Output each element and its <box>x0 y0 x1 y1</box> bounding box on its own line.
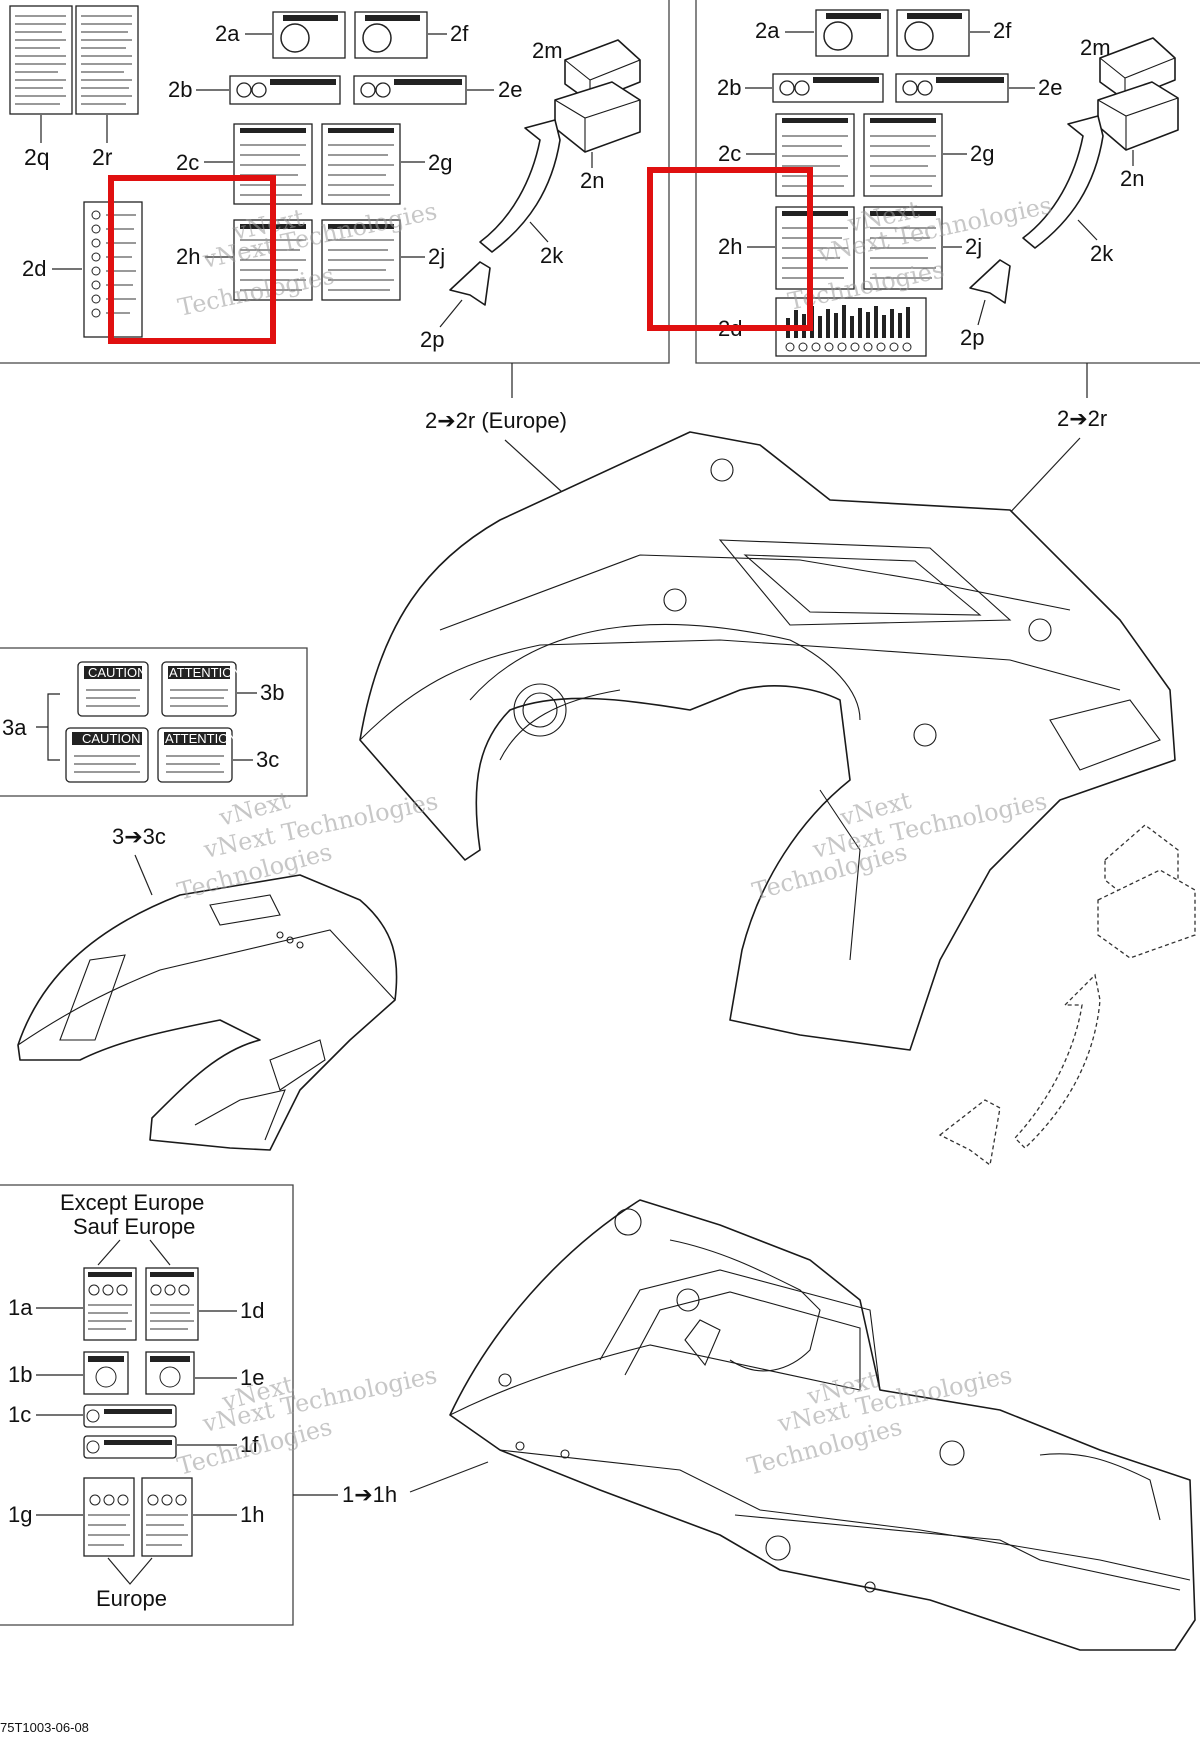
label-group-2: 2➔2r <box>1057 406 1107 431</box>
decal-2q <box>9 5 73 115</box>
label-2b: 2b <box>168 77 192 102</box>
highlight-box-right <box>647 167 813 331</box>
label-2n-right: 2n <box>1120 166 1144 191</box>
decal-attention-2: ATTENTION <box>157 727 238 783</box>
label-2e-right: 2e <box>1038 75 1062 100</box>
label-2h: 2h <box>176 244 200 269</box>
label-1h: 1h <box>240 1502 264 1527</box>
decal-attention-1: ATTENTION <box>161 661 242 717</box>
decal-panel-right: 2a 2f 2b 2e 2c 2g <box>647 0 1200 364</box>
label-2p: 2p <box>420 327 444 352</box>
label-1f: 1f <box>240 1432 259 1457</box>
label-1e: 1e <box>240 1365 264 1390</box>
label-group-1: 1➔1h <box>342 1482 397 1507</box>
drawing-code: 75T1003-06-08 <box>0 1720 89 1735</box>
decal-2r <box>75 5 139 115</box>
decal-1a <box>83 1267 137 1341</box>
label-2f: 2f <box>450 21 469 46</box>
label-sauf-europe: Sauf Europe <box>73 1214 195 1239</box>
label-except-europe: Except Europe <box>60 1190 204 1215</box>
label-1a: 1a <box>8 1295 33 1320</box>
label-europe: Europe <box>96 1586 167 1611</box>
decal-2g <box>321 123 401 205</box>
label-2j: 2j <box>428 244 445 269</box>
label-1d: 1d <box>240 1298 264 1323</box>
label-2p-right: 2p <box>960 325 984 350</box>
decal-2q-text-lines <box>15 15 132 105</box>
label-2e: 2e <box>498 77 522 102</box>
svg-text:CAUTION: CAUTION <box>88 665 147 680</box>
label-1g: 1g <box>8 1502 32 1527</box>
label-2c-right: 2c <box>718 141 741 166</box>
label-2b-right: 2b <box>717 75 741 100</box>
part-2p <box>449 261 491 306</box>
label-1c: 1c <box>8 1402 31 1427</box>
label-2c: 2c <box>176 150 199 175</box>
label-3b: 3b <box>260 680 284 705</box>
label-2k: 2k <box>540 243 564 268</box>
decal-1g <box>83 1477 135 1557</box>
part-2k-right <box>1022 115 1104 249</box>
label-2f-right: 2f <box>993 18 1012 43</box>
label-3c: 3c <box>256 747 279 772</box>
decal-2c-right <box>775 113 855 197</box>
rear-fender-europe <box>359 431 1176 1051</box>
decal-caution-1: CAUTION <box>77 661 149 717</box>
decal-1h <box>141 1477 193 1557</box>
label-1b: 1b <box>8 1362 32 1387</box>
label-2r: 2r <box>92 144 113 170</box>
front-rack <box>17 874 398 1151</box>
part-2k <box>479 119 561 253</box>
label-2g: 2g <box>428 150 452 175</box>
label-group-2-europe: 2➔2r (Europe) <box>425 408 567 433</box>
label-2k-right: 2k <box>1090 241 1114 266</box>
label-2m-right: 2m <box>1080 35 1111 60</box>
decal-1d <box>145 1267 199 1341</box>
dashed-rack-parts <box>938 824 1196 1167</box>
label-3a: 3a <box>2 715 27 740</box>
decal-2g-right <box>863 113 943 197</box>
label-2j-right: 2j <box>965 234 982 259</box>
label-2d: 2d <box>22 256 46 281</box>
part-2n <box>554 81 641 153</box>
decal-panel-left: 2q 2r 2a 2f 2b 2e <box>0 0 670 364</box>
svg-text:ATTENTION: ATTENTION <box>169 665 242 680</box>
label-2a: 2a <box>215 21 240 46</box>
label-2m: 2m <box>532 38 563 63</box>
part-2n-right <box>1097 81 1179 151</box>
svg-text:CAUTION: CAUTION <box>82 731 141 746</box>
label-2a-right: 2a <box>755 18 780 43</box>
label-2q: 2q <box>24 144 50 170</box>
label-2g-right: 2g <box>970 141 994 166</box>
decal-panel-1: Except Europe Sauf Europe <box>0 1184 294 1626</box>
rear-rack-lower <box>449 1199 1196 1651</box>
decal-caution-2: CAUTION <box>65 727 149 783</box>
decal-panel-3: 3a CAUTION ATTENTION CAUTION ATTENTION <box>0 647 308 797</box>
label-group-3: 3➔3c <box>112 824 166 849</box>
svg-text:ATTENTION: ATTENTION <box>165 731 238 746</box>
label-2h-right: 2h <box>718 234 742 259</box>
label-2n: 2n <box>580 168 604 193</box>
part-2p-right <box>969 259 1011 304</box>
highlight-box-left <box>108 175 276 344</box>
